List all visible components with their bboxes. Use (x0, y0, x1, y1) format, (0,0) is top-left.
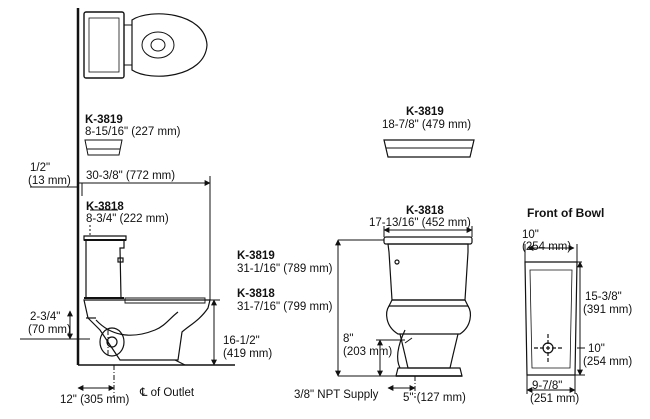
front-supply-height-mm-label: (203 mm) (343, 346, 393, 358)
height-3818-model-label: K-3818 (237, 288, 275, 300)
outlet-centerline-label: ℄ of Outlet (140, 387, 195, 399)
front-tank-top-width-label: 18-7/8" (479 mm) (382, 119, 472, 131)
height-3818-value-label: 31-7/16" (799 mm) (237, 301, 333, 313)
front-tank-width-label: 17-13/16" (452 mm) (369, 217, 471, 229)
wall-gap-inches-label: 1/2" (30, 162, 51, 174)
side-view-toilet (83, 235, 211, 366)
side-supply-height-mm-label: (70 mm) (28, 324, 71, 336)
plan-view (83, 11, 208, 79)
bowl-front-dimensions (524, 244, 585, 394)
bowl-outlet-mm-label: (254 mm) (583, 356, 633, 368)
bowl-base-width-inches-label: 9-7/8" (532, 380, 563, 392)
overall-depth-label: 30-3/8" (772 mm) (86, 170, 176, 182)
side-view-dimensions (20, 209, 220, 398)
tank-top-symbol-left (84, 139, 123, 156)
front-supply-height-inches-label: 8" (343, 333, 354, 345)
wall-gap-mm-label: (13 mm) (28, 175, 71, 187)
front-view-dimensions (335, 226, 473, 398)
bowl-front-view (524, 261, 578, 376)
rough-in-label: 12" (305 mm) (60, 394, 130, 406)
rim-height-inches-label: 16-1/2" (223, 335, 260, 347)
bowl-height-inches-label: 15-3/8" (585, 291, 622, 303)
tank-top-symbol-right (383, 139, 475, 158)
side-tank-depth-label: 8-3/4" (222 mm) (86, 213, 169, 225)
height-3819-value-label: 31-1/16" (789 mm) (237, 263, 333, 275)
height-3819-model-label: K-3819 (237, 250, 275, 262)
supply-offset-label: 5" (127 mm) (403, 392, 466, 404)
front-view-toilet (383, 236, 473, 377)
npt-supply-label: 3/8" NPT Supply (294, 389, 379, 401)
bowl-outlet-inches-label: 10" (588, 343, 605, 355)
bowl-front-title: Front of Bowl (527, 206, 605, 220)
bowl-top-width-mm-label: (254 mm) (522, 241, 572, 253)
wall-and-floor (76, 8, 235, 366)
rim-height-mm-label: (419 mm) (223, 348, 273, 360)
bowl-height-mm-label: (391 mm) (583, 304, 633, 316)
bowl-top-width-inches-label: 10" (522, 229, 539, 241)
plan-tank-depth-label: 8-15/16" (227 mm) (85, 126, 181, 138)
side-tank-model-label: K-3818 (86, 201, 124, 213)
overall-depth-dimension (30, 176, 211, 300)
bowl-base-width-mm-label: (251 mm) (530, 393, 580, 405)
front-tank-top-model-label: K-3819 (406, 106, 444, 118)
plan-tank-model-label: K-3819 (85, 114, 123, 126)
side-supply-height-inches-label: 2-3/4" (30, 311, 61, 323)
front-tank-model-label: K-3818 (406, 205, 444, 217)
